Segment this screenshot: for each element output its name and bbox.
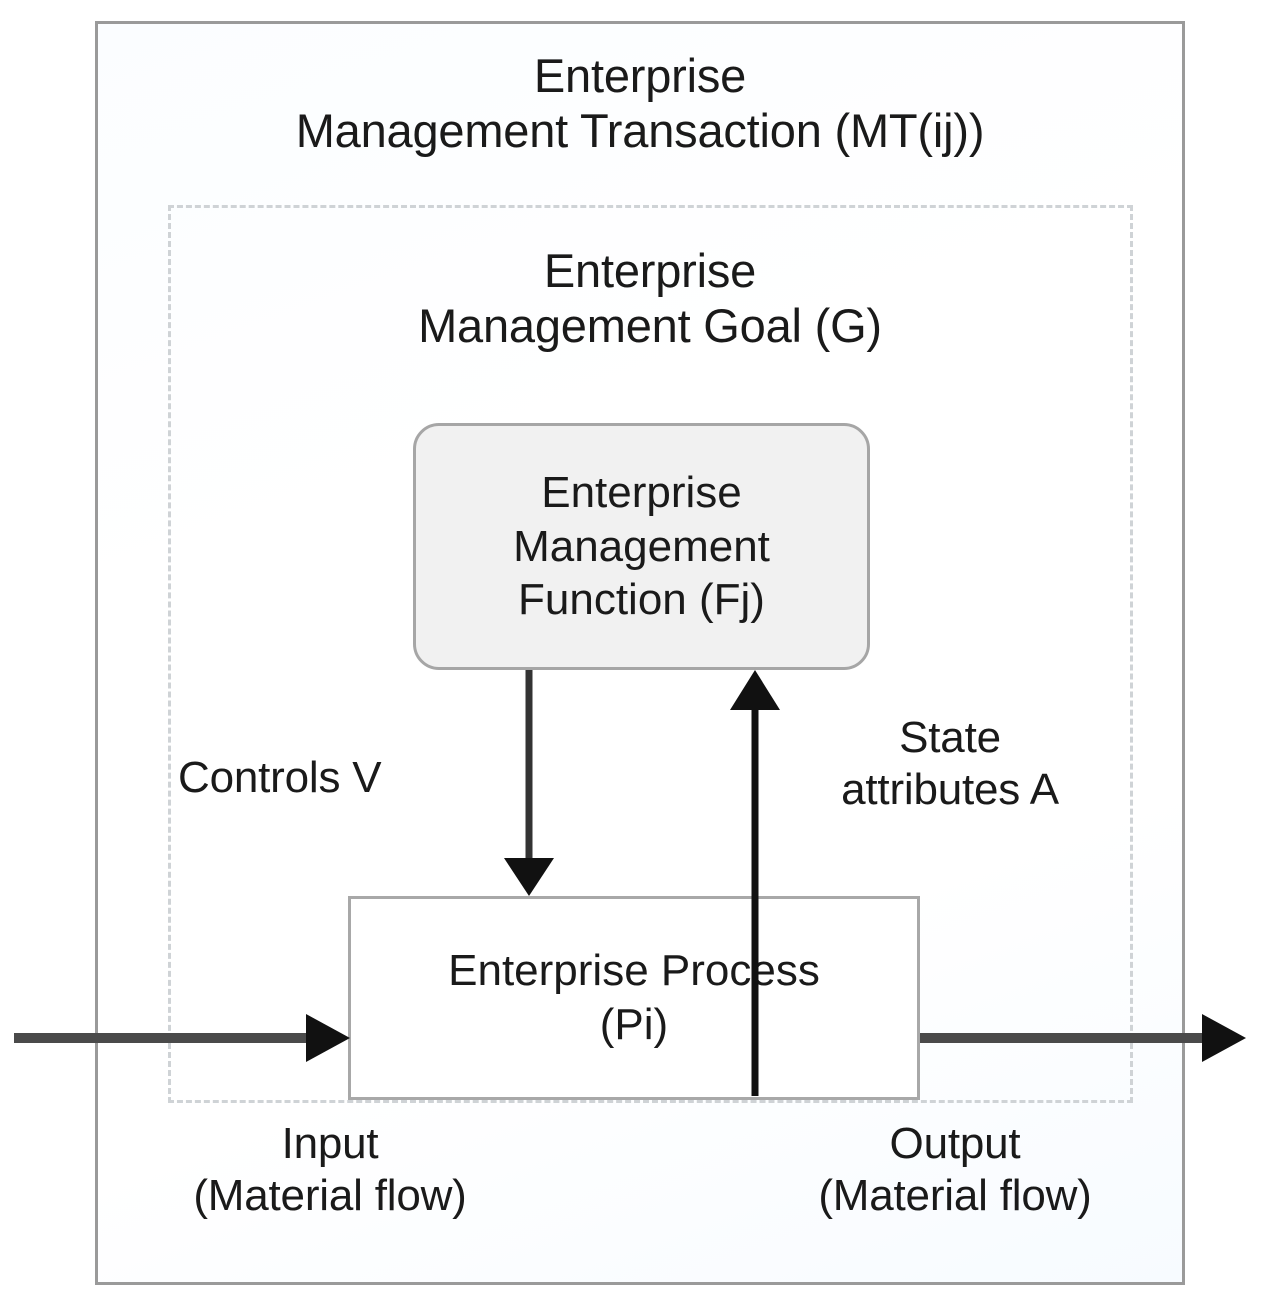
- enterprise-process-box: Enterprise Process (Pi): [348, 896, 920, 1100]
- enterprise-management-transaction-label: Enterprise Management Transaction (MT(ij…: [295, 49, 985, 158]
- controls-v-label: Controls V: [178, 753, 382, 802]
- output-material-flow-label: Output (Material flow): [818, 1119, 1092, 1220]
- enterprise-process-label: Enterprise Process (Pi): [448, 946, 820, 1049]
- enterprise-management-function-label: Enterprise Management Function (Fj): [513, 467, 770, 625]
- enterprise-management-function-box: Enterprise Management Function (Fj): [413, 423, 870, 670]
- state-attributes-a-label: State attributes A: [841, 713, 1059, 814]
- input-material-flow-label: Input (Material flow): [193, 1119, 467, 1220]
- enterprise-management-goal-label: Enterprise Management Goal (G): [418, 244, 882, 353]
- enterprise-management-goal-box: [168, 205, 1133, 1103]
